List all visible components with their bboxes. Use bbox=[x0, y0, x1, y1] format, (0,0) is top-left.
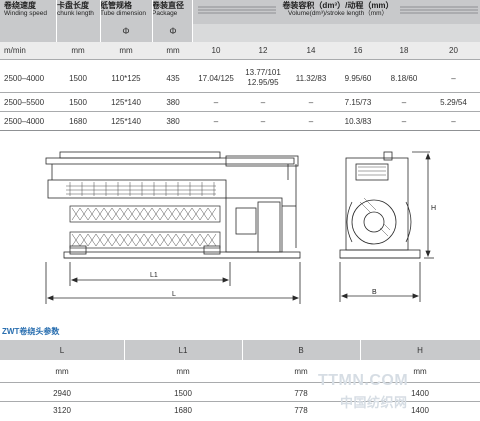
stroke-20: 20 bbox=[449, 46, 458, 55]
watermark-text: TTMN.COM bbox=[318, 372, 409, 389]
unit-tube: mm bbox=[119, 46, 133, 55]
table2-header-b: B bbox=[298, 346, 304, 355]
volume-header-band bbox=[192, 24, 480, 42]
dim-label-b: B bbox=[372, 289, 377, 296]
table2-header-l: L bbox=[59, 346, 65, 355]
dim-label-h: H bbox=[431, 205, 436, 212]
table2-header-h: H bbox=[417, 346, 423, 355]
stroke-14: 14 bbox=[306, 46, 316, 55]
stroke-12: 12 bbox=[258, 46, 268, 55]
machine-drawing: L1 L B H bbox=[45, 151, 436, 304]
dim-label-l: L bbox=[172, 291, 176, 298]
stroke-16: 16 bbox=[353, 46, 363, 55]
table2-header-l1: L1 bbox=[178, 346, 188, 355]
header-chunk-length: 卡盘长度 chunk length bbox=[57, 1, 94, 18]
header-winding-speed: 卷绕速度 Winding speed bbox=[4, 1, 47, 18]
stroke-18: 18 bbox=[399, 46, 409, 55]
stroke-10: 10 bbox=[211, 46, 221, 55]
watermark-text-cn: 中国纺织网 bbox=[340, 395, 408, 410]
header-tube-dimension: 纸管规格 Tube dimension bbox=[100, 1, 147, 18]
section-title: ZWT卷绕头参数 bbox=[2, 327, 60, 336]
unit-chunk: mm bbox=[71, 46, 85, 55]
unit-package: mm bbox=[166, 46, 180, 55]
units-row bbox=[0, 42, 480, 59]
volume-header-stripes bbox=[198, 6, 478, 14]
phi-symbol-package: Φ bbox=[169, 26, 177, 36]
header-package: 卷装直径 Package bbox=[152, 1, 184, 18]
dim-label-l1: L1 bbox=[150, 272, 158, 279]
header-volume: 卷装容积（dm³）/动程（mm） Volume(dm³)/stroke leng… bbox=[282, 1, 394, 18]
unit-speed: m/min bbox=[4, 46, 26, 55]
phi-symbol-tube: Φ bbox=[122, 26, 130, 36]
